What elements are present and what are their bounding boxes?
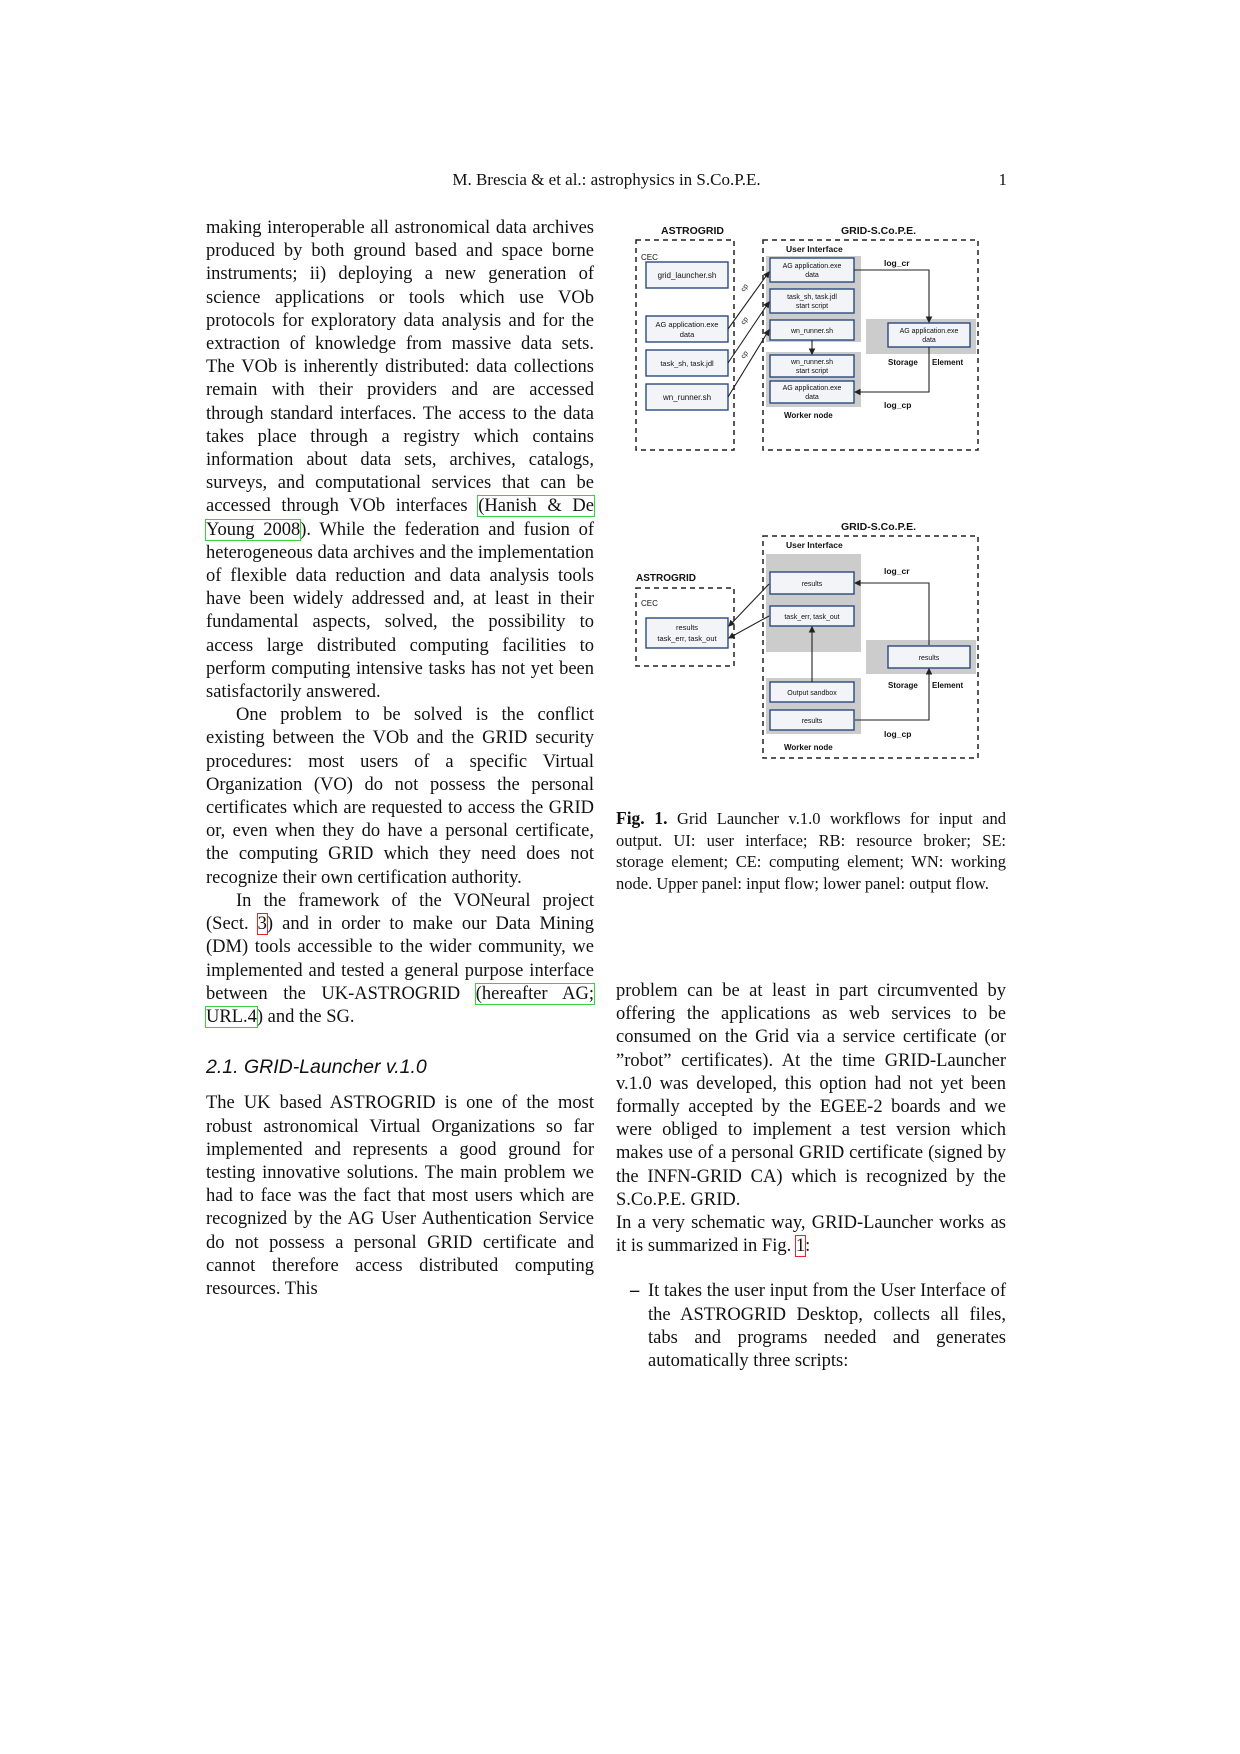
cp-label: cp bbox=[740, 316, 750, 326]
box-label: task_sh, task.jdl bbox=[787, 294, 837, 301]
paragraph: One problem to be solved is the conflict… bbox=[206, 705, 594, 888]
grid-region-lower bbox=[762, 535, 979, 759]
list-item: – It takes the user input from the User … bbox=[616, 1280, 1006, 1373]
box-label: AG application.exe bbox=[783, 263, 842, 270]
arrow bbox=[728, 583, 770, 627]
astrogrid-title: ASTROGRID bbox=[661, 225, 724, 237]
paragraph-text: ) and the SG. bbox=[256, 1006, 355, 1027]
box-label: task_err, task_out bbox=[657, 634, 717, 643]
ui-box-task bbox=[769, 288, 855, 314]
paragraph-text: : bbox=[805, 1236, 811, 1257]
figure-ref-link[interactable]: 1 bbox=[794, 1235, 807, 1258]
arrow bbox=[727, 271, 770, 330]
paragraph: The UK based ASTROGRID is one of the mos… bbox=[206, 1093, 594, 1299]
paragraph: making interoperable all astronomical da… bbox=[205, 217, 595, 704]
paragraph: In a very schematic way, GRID-Launcher w… bbox=[616, 1212, 1006, 1258]
ui-title-lower: User Interface bbox=[786, 540, 843, 550]
box-label: data bbox=[680, 330, 695, 339]
right-column: problem can be at least in part circumve… bbox=[616, 980, 1006, 1373]
arrow bbox=[855, 667, 933, 721]
paragraph-text: In the framework of the VONeural project… bbox=[206, 890, 594, 935]
box-label: wn_runner.sh bbox=[662, 393, 711, 402]
paragraph: problem can be at least in part circumve… bbox=[616, 981, 1006, 1210]
storage-label: Storage bbox=[888, 358, 918, 367]
arrow bbox=[853, 579, 930, 645]
cec-label: CEC bbox=[641, 253, 658, 262]
running-title: M. Brescia & et al.: astrophysics in S.C… bbox=[452, 170, 761, 189]
astrogrid-region bbox=[635, 239, 735, 451]
storage-label-lower: Storage bbox=[888, 681, 918, 690]
box-label: results bbox=[676, 623, 698, 632]
url-ref-link[interactable]: (hereafter AG; URL.4 bbox=[205, 982, 595, 1028]
worker-node-label-lower: Worker node bbox=[784, 743, 833, 752]
paragraph-text: making interoperable all astronomical da… bbox=[206, 218, 594, 517]
cp-label: cp bbox=[740, 283, 750, 293]
wn-box-results bbox=[769, 709, 855, 731]
element-label: Element bbox=[932, 358, 963, 367]
arrow bbox=[728, 615, 770, 639]
box-label: wn_runner.sh bbox=[790, 359, 833, 366]
log-cp-label: log_cp bbox=[884, 400, 911, 410]
cp-label: cp bbox=[740, 350, 750, 360]
paragraph-text: In a very schematic way, GRID-Launcher w… bbox=[616, 1213, 1006, 1257]
paragraph-text: ). While the federation and fusion of he… bbox=[206, 519, 594, 703]
ui-title: User Interface bbox=[786, 244, 843, 254]
grid-scope-title-lower: GRID-S.Co.P.E. bbox=[841, 521, 916, 533]
box-label: results bbox=[919, 655, 940, 662]
page-number: 1 bbox=[998, 170, 1008, 189]
arrow bbox=[727, 301, 770, 364]
log-cr-label-lower: log_cr bbox=[884, 566, 910, 576]
astrogrid-title-lower: ASTROGRID bbox=[636, 573, 696, 584]
grid-scope-title: GRID-S.Co.P.E. bbox=[841, 225, 916, 237]
box-label: results bbox=[802, 718, 823, 725]
box-label: grid_launcher.sh bbox=[658, 271, 717, 280]
list-item-text: It takes the user input from the User In… bbox=[648, 1281, 1006, 1372]
section-heading: 2.1. GRID-Launcher v.1.0 bbox=[206, 1056, 427, 1079]
box-label: start script bbox=[796, 303, 828, 310]
box-label: start script bbox=[796, 368, 828, 375]
caption-label: Fig. 1. bbox=[616, 808, 668, 828]
ag-box-grid-launcher bbox=[645, 261, 729, 289]
left-column: making interoperable all astronomical da… bbox=[205, 217, 595, 1301]
figure-diagram: ASTROGRID GRID-S.Co.P.E. CEC User Interf… bbox=[626, 222, 996, 782]
bullet-dash: – bbox=[630, 1281, 640, 1302]
ag-box-results bbox=[645, 617, 729, 649]
figure-caption: Fig. 1. Grid Launcher v.1.0 workflows fo… bbox=[616, 808, 1006, 894]
section-ref-link[interactable]: 3 bbox=[256, 913, 268, 936]
caption-text: Grid Launcher v.1.0 workflows for input … bbox=[616, 809, 1006, 893]
log-cp-label-lower: log_cp bbox=[884, 729, 911, 739]
ag-box-application bbox=[645, 315, 729, 343]
arrow bbox=[727, 329, 770, 398]
box-label: data bbox=[805, 394, 819, 401]
ag-box-wn-runner bbox=[645, 383, 729, 411]
element-label-lower: Element bbox=[932, 681, 963, 690]
box-label: AG application.exe bbox=[900, 328, 959, 335]
cec-label-lower: CEC bbox=[641, 599, 658, 608]
log-cr-label: log_cr bbox=[884, 258, 910, 268]
box-label: wn_runner.sh bbox=[790, 328, 833, 335]
ui-box-application bbox=[769, 257, 855, 283]
box-label: data bbox=[805, 272, 819, 279]
paragraph-text: ) and in order to make our Data Mining (… bbox=[206, 914, 594, 1004]
box-label: data bbox=[922, 337, 936, 344]
arrow bbox=[853, 347, 930, 396]
citation-link-hanish[interactable]: (Hanish & De Young 2008 bbox=[205, 495, 595, 541]
box-label: results bbox=[802, 581, 823, 588]
box-label: Output sandbox bbox=[787, 690, 837, 697]
grid-region bbox=[762, 239, 979, 451]
box-label: AG application.exe bbox=[656, 320, 719, 329]
box-label: task_sh, task.jdl bbox=[660, 359, 714, 368]
worker-node-label: Worker node bbox=[784, 411, 833, 420]
box-label: AG application.exe bbox=[783, 385, 842, 392]
arrow bbox=[854, 269, 933, 324]
paragraph: In the framework of the VONeural project… bbox=[205, 890, 595, 1029]
astrogrid-region-lower bbox=[635, 587, 735, 667]
ui-block-lower bbox=[766, 554, 861, 652]
box-label: task_err, task_out bbox=[784, 614, 839, 621]
